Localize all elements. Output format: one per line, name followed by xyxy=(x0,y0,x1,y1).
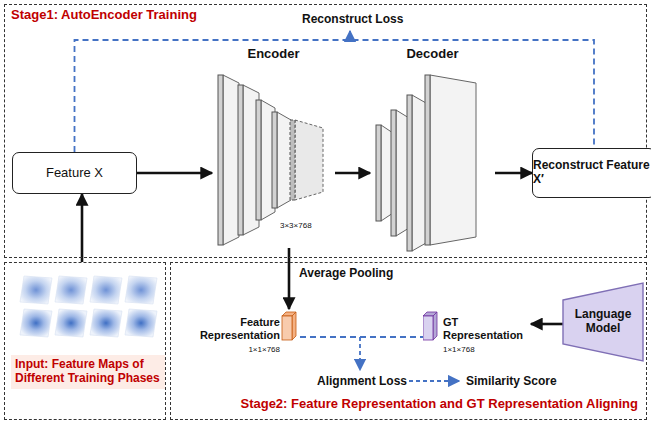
stage-title: Input: Feature Maps of Different Trainin… xyxy=(11,355,165,389)
loss-arrow xyxy=(349,31,351,40)
loss-label: Similarity Score xyxy=(464,374,559,388)
slab-edge xyxy=(256,100,261,220)
feature-map xyxy=(90,309,122,337)
flow-arrow xyxy=(531,323,563,326)
layer-slab xyxy=(272,112,291,208)
edge-label: Reconstruct Loss xyxy=(300,12,404,26)
vector-label: GT Representation xyxy=(443,316,529,341)
slab-edge xyxy=(238,85,243,235)
slab-edge xyxy=(376,125,381,221)
stage-region: Stage1: AutoEncoder TrainingFeature X Enc… xyxy=(4,4,647,258)
slab-edge xyxy=(407,95,412,251)
flow-arrow xyxy=(335,172,370,175)
layer-stack xyxy=(218,75,476,251)
flow-arrow xyxy=(81,194,84,262)
feature-box: Reconstruct Feature X′ xyxy=(532,148,651,198)
slab-edge xyxy=(272,112,277,208)
layer-slab xyxy=(425,75,476,245)
slab-edge xyxy=(290,120,295,200)
feature-box: Feature X xyxy=(12,152,137,194)
feature-map xyxy=(90,276,122,304)
edge-label: Average Pooling xyxy=(297,266,395,280)
box-label: Feature X xyxy=(46,166,103,181)
feature-map xyxy=(20,309,52,337)
layer-slab xyxy=(218,75,239,245)
stage-title: Stage2: Feature Representation and GT Re… xyxy=(240,397,638,412)
layer-slab xyxy=(407,95,426,251)
feature-map xyxy=(20,276,52,304)
model-label: Language Model xyxy=(566,308,640,336)
slab-face xyxy=(430,75,476,245)
dimension-label: 1×1×768 xyxy=(194,345,280,354)
model-outline xyxy=(563,283,643,361)
feature-maps xyxy=(20,276,157,337)
loss-connector xyxy=(75,40,595,152)
cube-side xyxy=(433,312,437,340)
layer-slab xyxy=(391,110,409,236)
cube-front xyxy=(282,316,292,340)
cube-side xyxy=(292,312,296,340)
cube-front xyxy=(423,316,433,340)
vector-label: Feature Representation xyxy=(194,316,280,341)
feature-map xyxy=(125,276,157,304)
block-title: Encoder xyxy=(212,47,335,62)
slab-edge xyxy=(391,110,396,236)
feature-map xyxy=(55,309,87,337)
language-model: Language Model xyxy=(562,282,644,362)
stage-region: Stage2: Feature Representation and GT Re… xyxy=(170,262,647,420)
slab-edge xyxy=(425,75,430,245)
feature-map xyxy=(55,276,87,304)
stage-title: Stage1: AutoEncoder Training xyxy=(11,8,197,23)
encoder-block: Encoder 3×3×768 xyxy=(212,45,335,248)
slab-face xyxy=(223,75,239,245)
box-label: Reconstruct Feature X′ xyxy=(533,159,651,187)
layer-slab xyxy=(290,120,323,200)
dimension-label: 1×1×768 xyxy=(443,345,475,354)
block-title: Decoder xyxy=(370,47,495,62)
slab-face xyxy=(295,120,323,200)
feature-map xyxy=(125,309,157,337)
decoder-block: Decoder xyxy=(370,45,495,248)
gt-vector: GT Representation 1×1×768 xyxy=(423,308,531,362)
loss-connector xyxy=(300,336,423,338)
loss-arrow xyxy=(359,337,361,370)
score-arrow xyxy=(409,380,459,382)
flow-arrow xyxy=(495,172,532,175)
slab-edge xyxy=(218,75,223,245)
slab-face xyxy=(412,95,426,251)
loss-label: Alignment Loss xyxy=(315,374,409,388)
feature-vector: Feature Representation 1×1×768 xyxy=(194,308,300,362)
input-region: Input: Feature Maps of Different Trainin… xyxy=(4,262,166,420)
slab-face xyxy=(277,112,291,208)
layer-slab xyxy=(376,125,393,221)
flow-arrow xyxy=(137,172,212,175)
dimension-label: 3×3×768 xyxy=(280,221,312,230)
